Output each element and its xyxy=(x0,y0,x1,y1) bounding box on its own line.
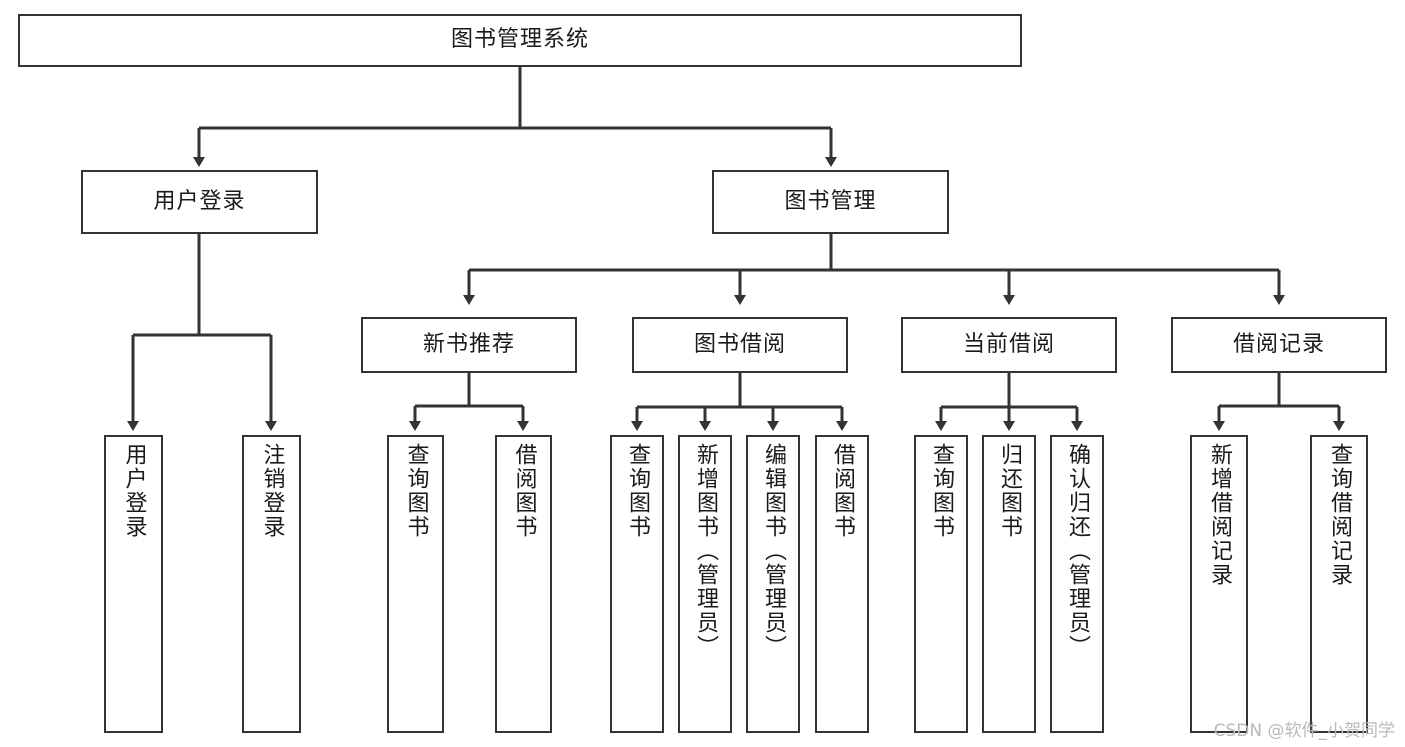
node-book-management-label: 图书管理 xyxy=(784,188,877,214)
leaf-borrow-query-book[interactable]: 查询图书 xyxy=(610,435,664,733)
leaf-borrow-add-book-label: 新增图书（管理员） xyxy=(692,443,718,659)
leaf-user-login-signin[interactable]: 用户登录 xyxy=(104,435,163,733)
leaf-borrow-edit-book[interactable]: 编辑图书（管理员） xyxy=(746,435,800,733)
leaf-user-login-signin-label: 用户登录 xyxy=(121,443,147,539)
leaf-user-login-signout-label: 注销登录 xyxy=(259,443,285,539)
leaf-borrow-edit-book-label: 编辑图书（管理员） xyxy=(760,443,786,659)
leaf-new-book-borrow[interactable]: 借阅图书 xyxy=(495,435,552,733)
node-user-login-label: 用户登录 xyxy=(153,188,246,214)
node-current-borrow-label: 当前借阅 xyxy=(962,331,1055,357)
leaf-borrow-borrow-book-label: 借阅图书 xyxy=(829,443,855,539)
node-borrow-record-label: 借阅记录 xyxy=(1232,331,1325,357)
leaf-record-query[interactable]: 查询借阅记录 xyxy=(1310,435,1368,733)
leaf-user-login-signout[interactable]: 注销登录 xyxy=(242,435,301,733)
edge-group-new-book xyxy=(409,373,529,431)
leaf-record-add[interactable]: 新增借阅记录 xyxy=(1190,435,1248,733)
leaf-borrow-query-book-label: 查询图书 xyxy=(624,443,650,539)
edge-group-book-borrow xyxy=(631,373,848,431)
node-user-login[interactable]: 用户登录 xyxy=(81,170,318,234)
node-current-borrow[interactable]: 当前借阅 xyxy=(901,317,1117,373)
node-root-label: 图书管理系统 xyxy=(450,27,589,53)
leaf-current-query-book[interactable]: 查询图书 xyxy=(914,435,968,733)
node-new-book-recommend[interactable]: 新书推荐 xyxy=(361,317,577,373)
node-borrow-record[interactable]: 借阅记录 xyxy=(1171,317,1387,373)
leaf-borrow-add-book[interactable]: 新增图书（管理员） xyxy=(678,435,732,733)
node-root-library-system[interactable]: 图书管理系统 xyxy=(18,14,1022,67)
node-book-borrow[interactable]: 图书借阅 xyxy=(632,317,848,373)
leaf-current-return-book[interactable]: 归还图书 xyxy=(982,435,1036,733)
edge-group-book-manage xyxy=(463,234,1285,305)
csdn-watermark: CSDN @软件_小贺同学 xyxy=(1213,721,1395,741)
leaf-borrow-borrow-book[interactable]: 借阅图书 xyxy=(815,435,869,733)
leaf-current-confirm-return[interactable]: 确认归还（管理员） xyxy=(1050,435,1104,733)
edge-group-root xyxy=(193,67,837,167)
node-book-borrow-label: 图书借阅 xyxy=(693,331,786,357)
leaf-current-return-book-label: 归还图书 xyxy=(996,443,1022,539)
leaf-current-query-book-label: 查询图书 xyxy=(928,443,954,539)
leaf-record-add-label: 新增借阅记录 xyxy=(1206,443,1232,587)
node-book-management[interactable]: 图书管理 xyxy=(712,170,949,234)
leaf-new-book-query-label: 查询图书 xyxy=(403,443,429,539)
leaf-current-confirm-return-label: 确认归还（管理员） xyxy=(1064,443,1090,659)
edge-group-user-login xyxy=(127,234,277,431)
node-new-book-recommend-label: 新书推荐 xyxy=(422,331,515,357)
leaf-new-book-borrow-label: 借阅图书 xyxy=(511,443,537,539)
edge-group-borrow-record xyxy=(1213,373,1345,431)
leaf-record-query-label: 查询借阅记录 xyxy=(1326,443,1352,587)
leaf-new-book-query[interactable]: 查询图书 xyxy=(387,435,444,733)
edge-group-current-borrow xyxy=(935,373,1083,431)
